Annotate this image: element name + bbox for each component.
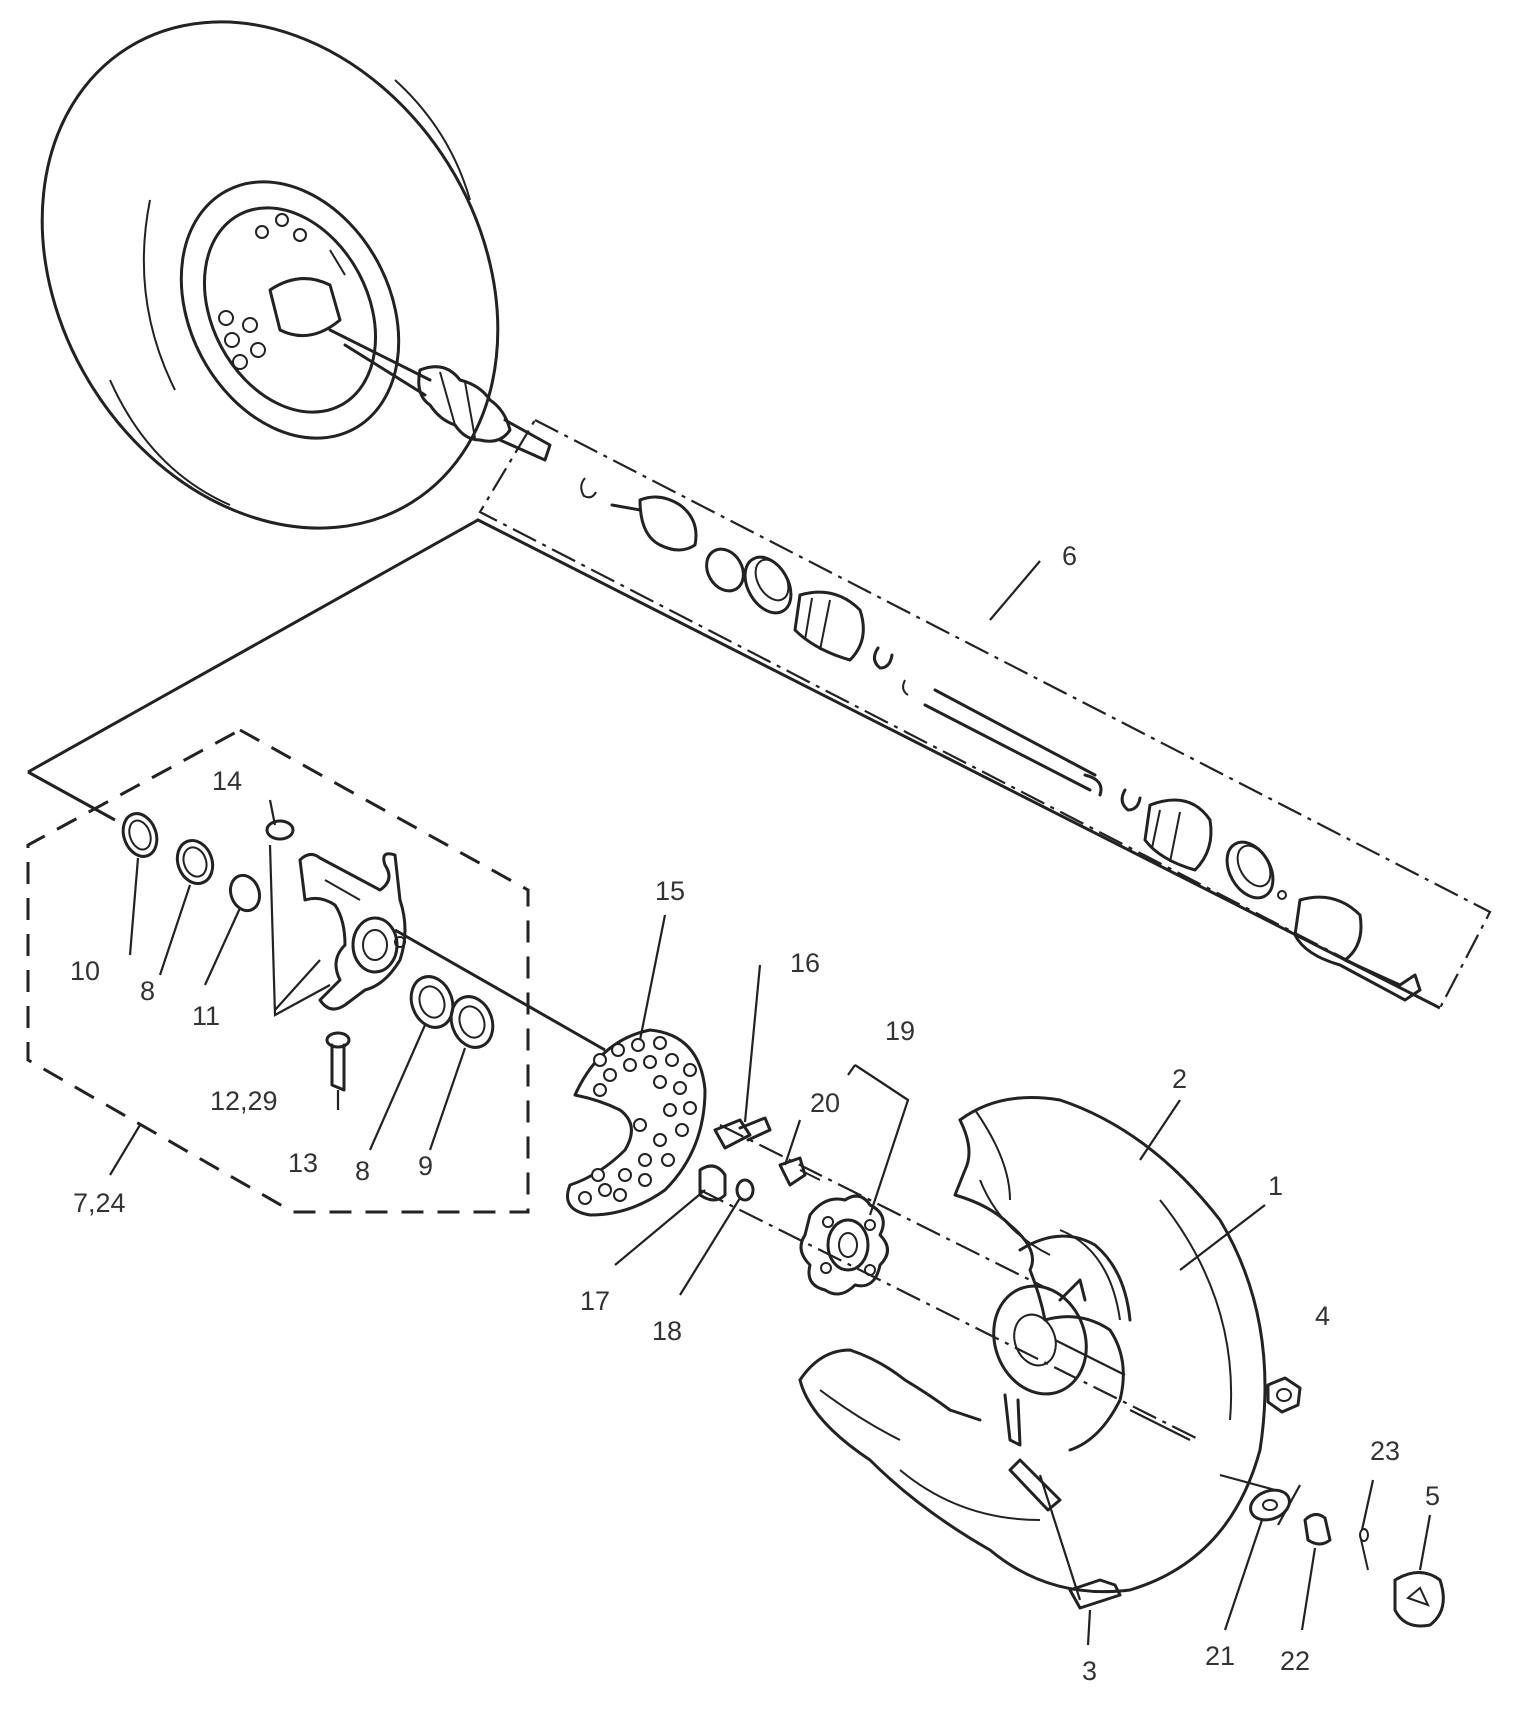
drive-shaft-kit-box xyxy=(478,419,1492,1010)
knuckle-dashed-box xyxy=(26,728,530,1214)
callout-14: 14 xyxy=(212,766,242,796)
assembled-drive-shaft xyxy=(328,328,552,462)
callout-10: 10 xyxy=(70,956,100,986)
assembled-brake-disc-holes xyxy=(218,213,307,370)
callout-21: 21 xyxy=(1205,1641,1235,1671)
center-lines xyxy=(699,1124,1201,1441)
cutaway-wheel xyxy=(798,1096,1267,1594)
callout-6: 6 xyxy=(1062,541,1077,571)
callout-13: 13 xyxy=(288,1148,318,1178)
callout-12-29: 12,29 xyxy=(210,1086,278,1116)
callout-8-right: 8 xyxy=(355,1156,370,1186)
callout-17: 17 xyxy=(580,1286,610,1316)
knuckle-parts xyxy=(121,812,495,1092)
callout-labels: 1 2 3 4 5 6 7,24 8 8 9 10 11 12,29 13 14… xyxy=(70,541,1440,1686)
assembled-wheel xyxy=(40,20,500,530)
callout-15: 15 xyxy=(655,876,685,906)
callout-2: 2 xyxy=(1172,1064,1187,1094)
callout-3: 3 xyxy=(1082,1656,1097,1686)
lug-nut xyxy=(1129,1376,1302,1441)
callout-5: 5 xyxy=(1425,1481,1440,1511)
callout-8-left: 8 xyxy=(140,976,155,1006)
leader-lines xyxy=(109,560,1432,1646)
brake-disc-holes xyxy=(578,1036,697,1205)
callout-4: 4 xyxy=(1315,1301,1330,1331)
callout-19: 19 xyxy=(885,1016,915,1046)
knuckle-group-outline xyxy=(27,518,1441,1052)
brake-disc xyxy=(566,1028,707,1217)
callout-18: 18 xyxy=(652,1316,682,1346)
wheel-hub xyxy=(799,1194,889,1296)
callout-20: 20 xyxy=(810,1088,840,1118)
callout-9: 9 xyxy=(418,1151,433,1181)
callout-23: 23 xyxy=(1370,1436,1400,1466)
callout-7-24: 7,24 xyxy=(73,1188,126,1218)
valve-stem xyxy=(1038,1474,1122,1610)
drive-shaft-kit-parts xyxy=(580,477,1422,1002)
callout-22: 22 xyxy=(1280,1646,1310,1676)
callout-11: 11 xyxy=(192,1001,220,1031)
callout-16: 16 xyxy=(790,948,820,978)
axle-hardware xyxy=(1249,1488,1445,1628)
callout-1: 1 xyxy=(1268,1171,1283,1201)
disc-bolts-and-spacers xyxy=(698,1116,821,1202)
